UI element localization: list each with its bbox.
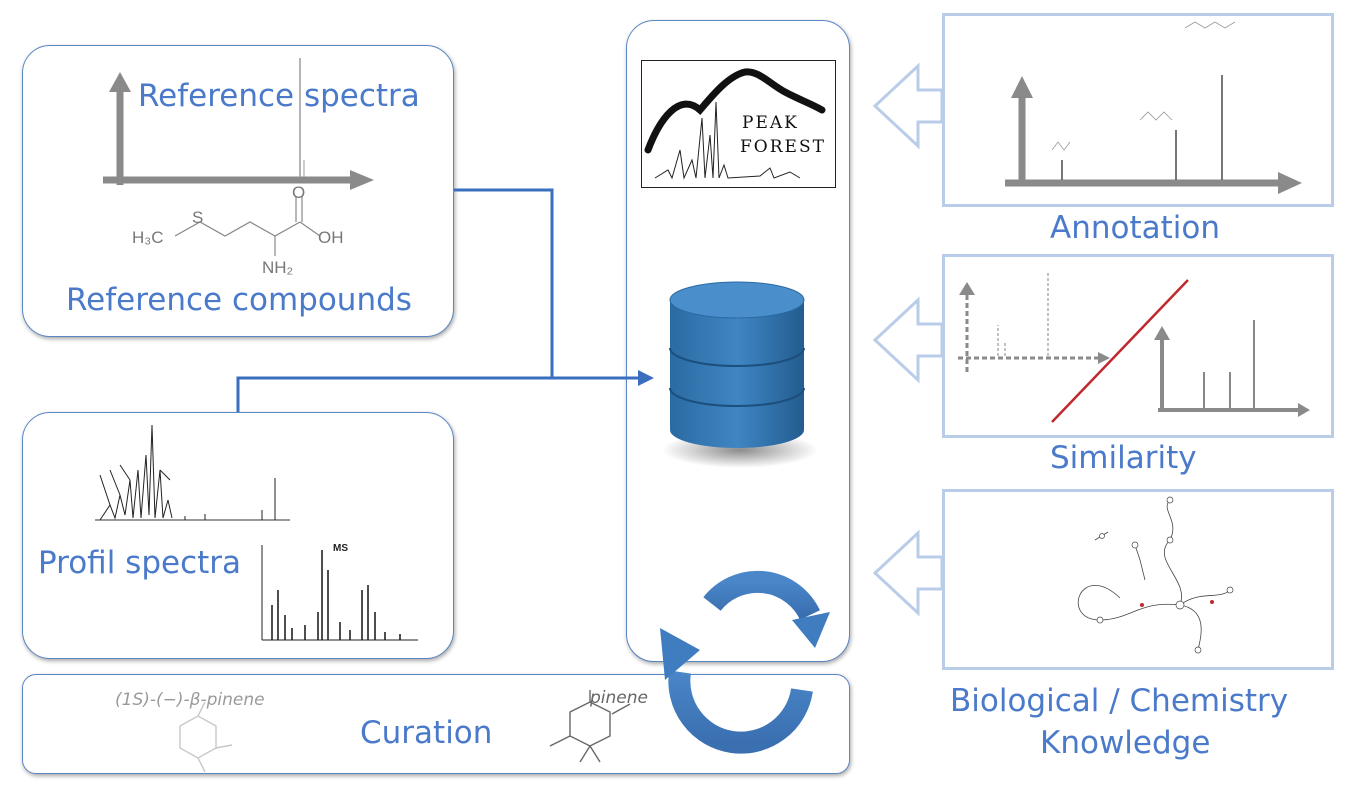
knowledge-panel	[942, 489, 1334, 670]
annotation-label: Annotation	[1050, 210, 1221, 246]
profil-panel	[22, 412, 454, 659]
chem-o: O	[292, 183, 306, 202]
similarity-label: Similarity	[1050, 440, 1197, 476]
curation-compound-2: pinene	[590, 688, 648, 708]
reference-compounds-label: Reference compounds	[66, 282, 412, 318]
chem-s: S	[192, 208, 204, 227]
chem-oh: OH	[318, 228, 344, 247]
chem-h3c: H₃C	[132, 228, 164, 247]
reference-spectra-label: Reference spectra	[138, 78, 420, 114]
logo-forest-text: FOREST	[740, 137, 826, 157]
knowledge-label-line2: Knowledge	[1040, 725, 1211, 761]
curation-label: Curation	[360, 715, 493, 751]
logo-peak-text: PEAK	[742, 113, 799, 133]
reference-panel	[22, 45, 454, 337]
profil-spectra-label: Profil spectra	[38, 545, 242, 581]
chem-nh2: NH₂	[262, 258, 294, 277]
annotation-panel	[942, 13, 1334, 207]
similarity-panel	[942, 254, 1334, 438]
knowledge-label-line1: Biological / Chemistry	[950, 683, 1289, 719]
curation-compound-1: (1S)-(−)-β-pinene	[115, 690, 265, 710]
peakforest-logo	[641, 60, 836, 188]
profil-ms-label: MS	[333, 543, 348, 554]
